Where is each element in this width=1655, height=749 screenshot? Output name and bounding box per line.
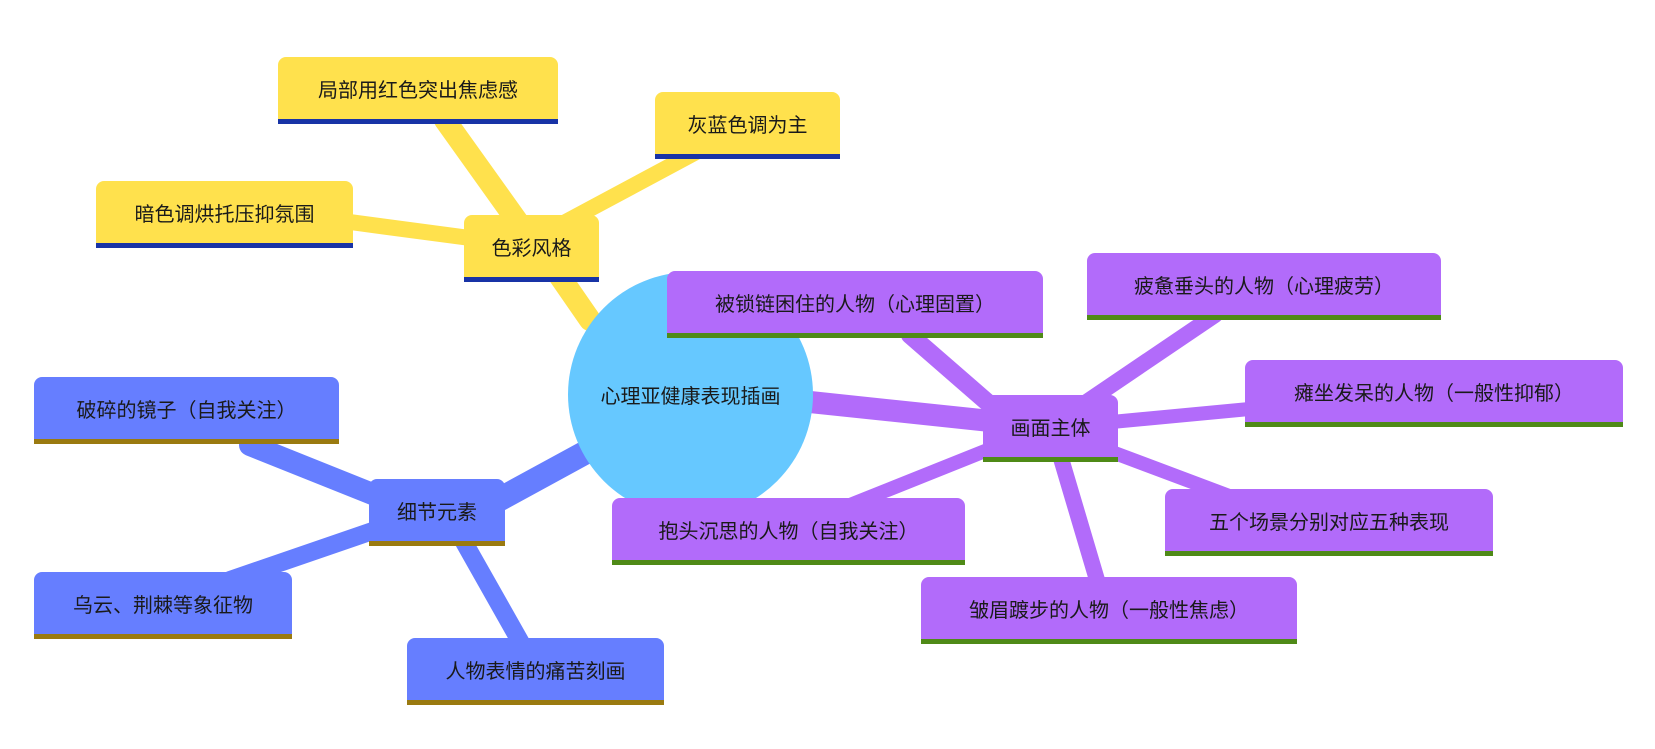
branch-details[interactable]: 细节元素 bbox=[369, 479, 505, 546]
branch-label: 色彩风格 bbox=[491, 235, 572, 260]
subject-child-1[interactable]: 被锁链困住的人物（心理固置） bbox=[667, 271, 1043, 338]
node-label: 抱头沉思的人物（自我关注） bbox=[658, 518, 919, 543]
detail-child-3[interactable]: 人物表情的痛苦刻画 bbox=[407, 638, 664, 705]
node-label: 乌云、荆棘等象征物 bbox=[73, 592, 253, 617]
style-child-1[interactable]: 局部用红色突出焦虑感 bbox=[278, 57, 558, 124]
connector-detail-c3 bbox=[451, 526, 534, 659]
subject-child-3[interactable]: 瘫坐发呆的人物（一般性抑郁） bbox=[1245, 360, 1623, 427]
connector-style-c2 bbox=[552, 142, 708, 233]
node-label: 人物表情的痛苦刻画 bbox=[445, 658, 626, 683]
detail-child-1[interactable]: 破碎的镜子（自我关注） bbox=[34, 377, 339, 444]
subject-child-2[interactable]: 疲惫垂头的人物（心理疲劳） bbox=[1087, 253, 1441, 320]
branch-label: 细节元素 bbox=[397, 499, 477, 524]
branch-subject[interactable]: 画面主体 bbox=[983, 395, 1118, 462]
node-label: 局部用红色突出焦虑感 bbox=[318, 77, 518, 102]
branch-color-style[interactable]: 色彩风格 bbox=[464, 215, 599, 282]
subject-child-5[interactable]: 皱眉踱步的人物（一般性焦虑） bbox=[921, 577, 1297, 644]
connector-subject-c6 bbox=[843, 438, 1007, 512]
center-topic-label: 心理亚健康表现插画 bbox=[600, 384, 781, 408]
subject-child-6[interactable]: 抱头沉思的人物（自我关注） bbox=[612, 498, 965, 565]
node-label: 破碎的镜子（自我关注） bbox=[76, 397, 297, 422]
connector-detail-c2 bbox=[221, 516, 399, 589]
connector-style-c3 bbox=[342, 214, 478, 246]
style-child-2[interactable]: 灰蓝色调为主 bbox=[655, 92, 840, 159]
connector-style-c1 bbox=[434, 109, 531, 236]
node-label: 暗色调烘托压抑氛围 bbox=[134, 201, 315, 226]
node-label: 瘫坐发呆的人物（一般性抑郁） bbox=[1294, 380, 1574, 405]
node-label: 被锁链困住的人物（心理固置） bbox=[715, 291, 995, 316]
detail-child-2[interactable]: 乌云、荆棘等象征物 bbox=[34, 572, 292, 639]
node-label: 疲惫垂头的人物（心理疲劳） bbox=[1134, 273, 1394, 298]
subject-child-4[interactable]: 五个场景分别对应五种表现 bbox=[1165, 489, 1493, 556]
branch-label: 画面主体 bbox=[1010, 415, 1091, 440]
style-child-3[interactable]: 暗色调烘托压抑氛围 bbox=[96, 181, 353, 248]
node-label: 灰蓝色调为主 bbox=[687, 112, 808, 137]
connector-subject-c5 bbox=[1052, 447, 1108, 598]
node-label: 皱眉踱步的人物（一般性焦虑） bbox=[969, 597, 1249, 622]
node-label: 五个场景分别对应五种表现 bbox=[1209, 509, 1449, 534]
connector-center-subject bbox=[799, 391, 1011, 433]
